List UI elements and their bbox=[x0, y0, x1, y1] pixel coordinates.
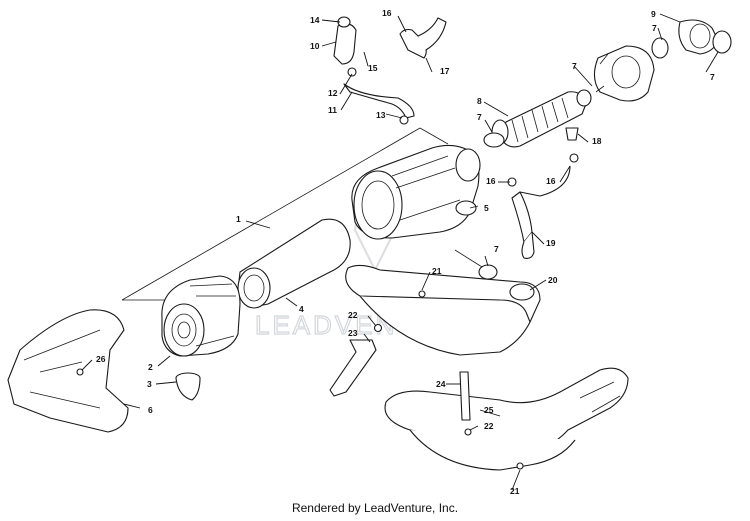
fitting-18 bbox=[565, 127, 579, 141]
callout-22a: 22 bbox=[348, 310, 358, 320]
callout-9: 9 bbox=[651, 9, 656, 19]
callout-26: 26 bbox=[96, 354, 106, 364]
callout-22b: 22 bbox=[484, 421, 494, 431]
callout-16a: 16 bbox=[382, 8, 392, 18]
breather-assembly bbox=[333, 16, 447, 125]
throttle-body bbox=[593, 45, 655, 102]
callout-4: 4 bbox=[299, 304, 304, 314]
callout-20: 20 bbox=[548, 275, 558, 285]
footer-credit: Rendered by LeadVenture, Inc. bbox=[291, 501, 459, 515]
callout-11: 11 bbox=[328, 105, 337, 115]
callout-19: 19 bbox=[546, 238, 556, 248]
callout-21b: 21 bbox=[510, 486, 520, 496]
callout-18: 18 bbox=[592, 136, 602, 146]
callout-7b: 7 bbox=[652, 23, 657, 33]
callout-14: 14 bbox=[310, 15, 320, 25]
callout-15: 15 bbox=[368, 63, 378, 73]
callout-6: 6 bbox=[148, 405, 153, 415]
callout-23: 23 bbox=[348, 328, 358, 338]
inlet-shroud bbox=[7, 309, 129, 433]
callout-16c: 16 bbox=[546, 176, 556, 186]
airbox-cap bbox=[161, 275, 241, 357]
callout-labels: 1 2 3 4 5 6 7 7 7 7 7 8 9 10 11 12 13 14… bbox=[96, 8, 715, 496]
callout-13: 13 bbox=[376, 110, 386, 120]
callout-21a: 21 bbox=[432, 266, 442, 276]
callout-5: 5 bbox=[484, 203, 489, 213]
callout-12: 12 bbox=[328, 88, 338, 98]
hose-clamps bbox=[478, 30, 732, 280]
drain-valve bbox=[175, 372, 201, 401]
callout-1: 1 bbox=[236, 214, 241, 224]
breather-hose-19 bbox=[511, 165, 571, 259]
intake-boot bbox=[345, 264, 541, 356]
leader-lines bbox=[81, 13, 719, 491]
bracket-23 bbox=[329, 339, 377, 397]
callout-17: 17 bbox=[440, 66, 450, 76]
callout-7d: 7 bbox=[477, 112, 482, 122]
airbox-housing bbox=[351, 144, 481, 240]
bracket-24 bbox=[459, 371, 471, 421]
callout-2: 2 bbox=[148, 362, 153, 372]
callout-8: 8 bbox=[477, 96, 482, 106]
lower-duct bbox=[384, 367, 629, 471]
fasteners bbox=[76, 153, 579, 470]
callout-16b: 16 bbox=[486, 176, 496, 186]
callout-7c: 7 bbox=[710, 72, 715, 82]
callout-7a: 7 bbox=[572, 61, 577, 71]
callout-3: 3 bbox=[147, 379, 152, 389]
inlet-coupler bbox=[678, 19, 719, 55]
callout-10: 10 bbox=[310, 41, 320, 51]
callout-25: 25 bbox=[484, 405, 494, 415]
filter-element bbox=[237, 218, 351, 309]
callout-7e: 7 bbox=[494, 244, 499, 254]
callout-24: 24 bbox=[436, 379, 446, 389]
